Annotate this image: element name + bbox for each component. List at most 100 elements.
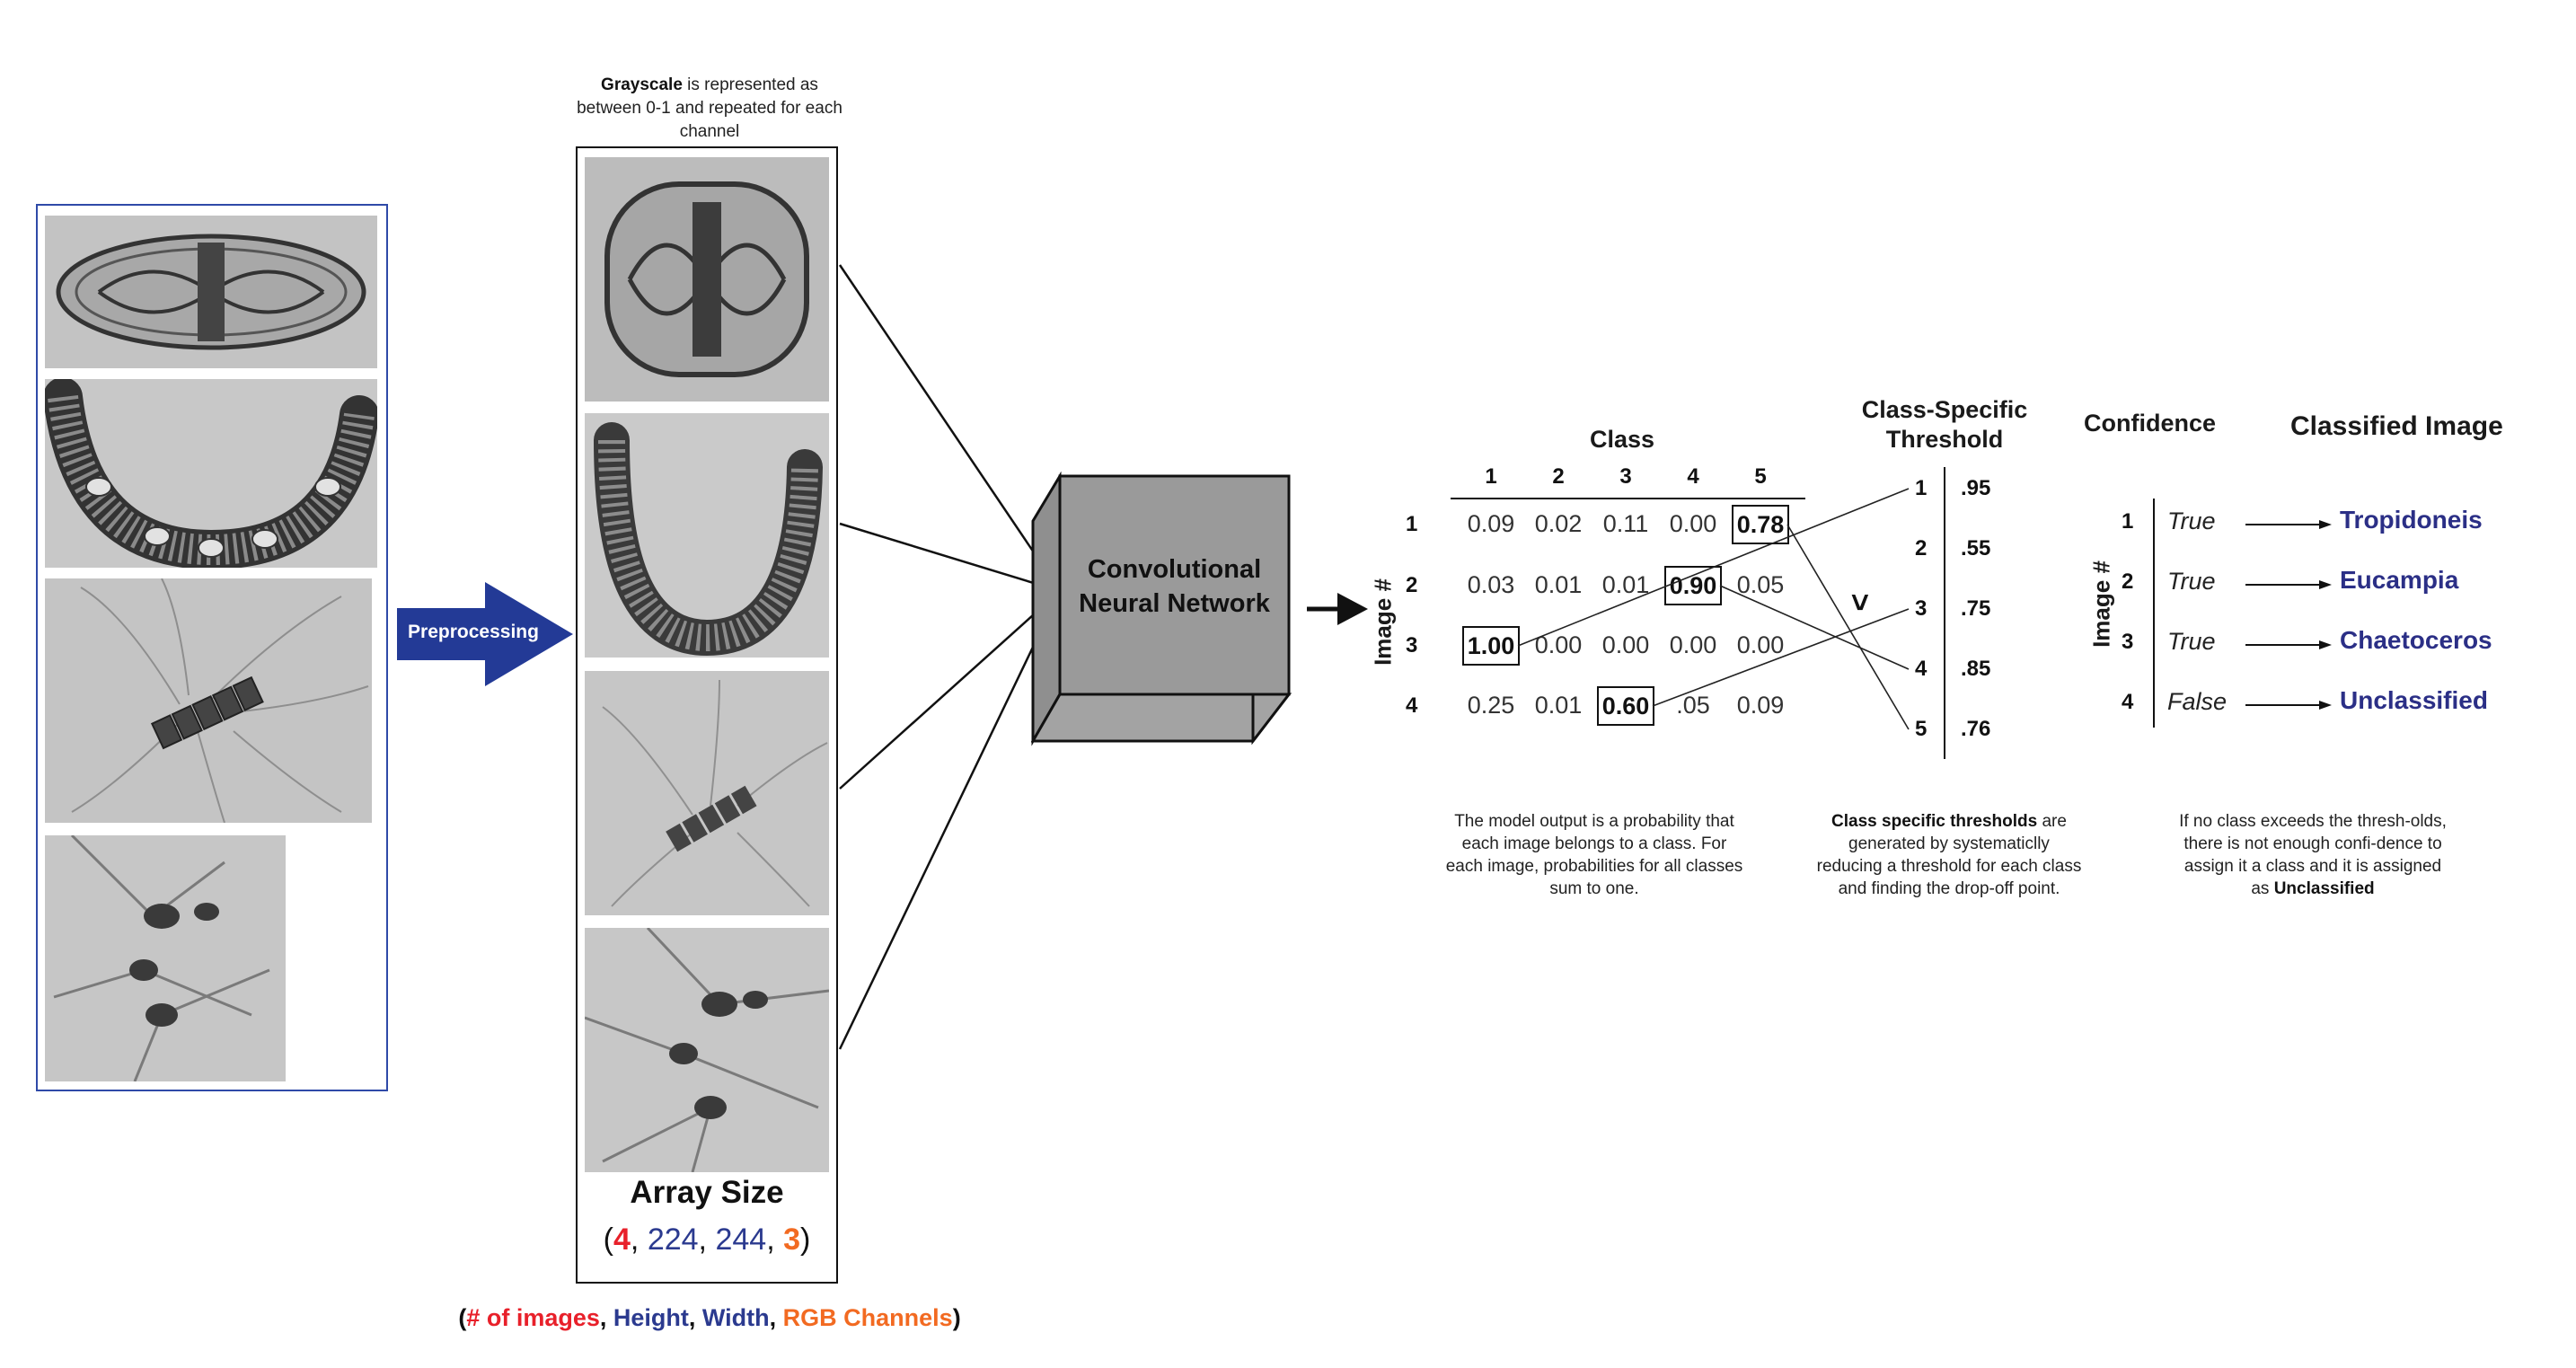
confidence-divider xyxy=(2153,499,2155,728)
class-column-label: 4 xyxy=(1687,464,1699,489)
confidence-value: False xyxy=(2167,688,2228,715)
grayscale-note-rest: is represented as between 0-1 and repeat… xyxy=(577,75,842,141)
array-size-title: Array Size xyxy=(630,1175,784,1210)
legend-sep-1: , xyxy=(599,1304,613,1331)
class-column-label: 1 xyxy=(1485,464,1497,489)
gray-image-3 xyxy=(585,671,829,915)
threshold-caption-rest: are generated by systematiclly reducing … xyxy=(1816,812,2082,898)
raw-image-chaetoceros xyxy=(45,578,372,823)
threshold-value: .55 xyxy=(1961,536,1991,560)
grayscale-note-bold: Grayscale xyxy=(601,75,683,94)
confidence-image-index: 1 xyxy=(2122,509,2134,534)
grayscale-note: Grayscale is represented as between 0-1 … xyxy=(575,74,844,144)
legend-close: ) xyxy=(952,1304,961,1331)
threshold-class-index: 1 xyxy=(1915,476,1928,500)
array-open: ( xyxy=(603,1222,613,1257)
threshold-value: .95 xyxy=(1961,476,1991,500)
probability-cell: 0.09 xyxy=(1467,510,1515,537)
probability-cell: .05 xyxy=(1676,692,1710,719)
match-line xyxy=(1786,524,1910,730)
threshold-divider xyxy=(1944,467,1945,759)
legend-w: Width xyxy=(701,1304,770,1331)
raw-image-unclassified xyxy=(45,835,286,1081)
classified-image-name: Eucampia xyxy=(2340,566,2459,594)
cnn-output-arrow-icon xyxy=(1307,593,1368,625)
array-c: 3 xyxy=(783,1222,801,1257)
probability-cell: 0.11 xyxy=(1602,510,1649,537)
diatom-chain-gray-graphic xyxy=(585,671,829,915)
threshold-class-index: 5 xyxy=(1915,717,1928,741)
diatom-u-chain-graphic xyxy=(45,379,377,568)
threshold-value: .76 xyxy=(1961,717,1991,741)
gray-image-1 xyxy=(585,157,829,402)
preprocessing-arrow-icon xyxy=(397,582,573,686)
cnn-label: Convolutional Neural Network xyxy=(1060,552,1289,621)
array-close: ) xyxy=(800,1222,811,1257)
match-line xyxy=(1652,608,1910,707)
legend-sep-2: , xyxy=(688,1304,702,1331)
array-legend: (# of images, Height, Width, RGB Channel… xyxy=(395,1304,1024,1332)
probability-cell-max: 0.60 xyxy=(1597,686,1654,726)
array-h: 224 xyxy=(647,1222,699,1257)
image-row-label: 4 xyxy=(1406,693,1418,718)
legend-sep-3: , xyxy=(769,1304,783,1331)
threshold-value: .75 xyxy=(1961,596,1991,621)
probability-cell: 0.05 xyxy=(1736,571,1785,598)
probability-cell: 0.09 xyxy=(1736,692,1785,719)
probability-cell: 0.02 xyxy=(1534,510,1583,537)
diatom-spiny-graphic xyxy=(45,835,286,1081)
legend-c: RGB Channels xyxy=(782,1304,953,1331)
cnn-box xyxy=(1031,472,1292,746)
array-w: 244 xyxy=(715,1222,767,1257)
probability-cell: 0.01 xyxy=(1601,571,1650,598)
diatom-u-gray-graphic xyxy=(585,413,829,658)
probability-cell-max: 0.78 xyxy=(1732,505,1789,544)
confidence-image-index: 2 xyxy=(2122,569,2134,594)
class-header: Class xyxy=(1590,426,1655,453)
threshold-header-line-1: Class-Specific xyxy=(1861,396,2028,423)
matrix-header-rule xyxy=(1451,498,1805,499)
confidence-image-index: 4 xyxy=(2122,690,2134,714)
greater-than-icon: > xyxy=(1842,593,1877,612)
confidence-value: True xyxy=(2167,507,2216,534)
threshold-class-index: 3 xyxy=(1915,596,1928,621)
array-sep-3: , xyxy=(766,1222,784,1257)
threshold-caption-bold: Class specific thresholds xyxy=(1831,812,2038,831)
confidence-value: True xyxy=(2167,628,2216,655)
threshold-value: .85 xyxy=(1961,657,1991,681)
grayscale-panel xyxy=(576,146,838,1284)
threshold-header-line-2: Threshold xyxy=(1885,426,2004,453)
probability-cell: 0.01 xyxy=(1534,692,1583,719)
classified-image-name: Chaetoceros xyxy=(2340,626,2492,654)
match-line xyxy=(1517,488,1910,647)
class-column-label: 3 xyxy=(1619,464,1632,489)
raw-image-eucampia xyxy=(45,379,377,568)
probability-cell: 0.25 xyxy=(1467,692,1515,719)
preprocessing-label: Preprocessing xyxy=(408,622,539,642)
array-size-value: (4, 224, 244, 3) xyxy=(576,1222,838,1258)
confidence-image-axis-label: Image # xyxy=(2087,560,2115,648)
probability-cell: 0.00 xyxy=(1669,631,1717,658)
confidence-arrow-icon xyxy=(2245,640,2332,649)
diatom-round-gray-graphic xyxy=(585,157,829,402)
probability-cell: 0.00 xyxy=(1669,510,1717,537)
threshold-header: Class-Specific Threshold xyxy=(1832,395,2057,455)
class-column-label: 5 xyxy=(1754,464,1767,489)
array-sep-1: , xyxy=(630,1222,648,1257)
probability-cell-max: 0.90 xyxy=(1664,566,1722,605)
confidence-arrow-icon xyxy=(2245,580,2332,589)
probability-cell: 0.03 xyxy=(1467,571,1515,598)
threshold-caption: Class specific thresholds are generated … xyxy=(1814,810,2084,900)
confidence-arrow-icon xyxy=(2245,701,2332,710)
image-row-label: 1 xyxy=(1406,512,1418,536)
classified-image-name: Tropidoneis xyxy=(2340,506,2483,534)
match-line xyxy=(1719,585,1910,670)
array-sep-2: , xyxy=(698,1222,716,1257)
confidence-image-index: 3 xyxy=(2122,630,2134,654)
classified-header: Classified Image xyxy=(2290,411,2503,441)
confidence-caption: If no class exceeds the thresh-olds, the… xyxy=(2178,810,2448,900)
cnn-label-line-2: Neural Network xyxy=(1079,589,1270,618)
gray-image-2 xyxy=(585,413,829,658)
confidence-caption-bold: Unclassified xyxy=(2273,879,2375,898)
probability-cell: 0.00 xyxy=(1601,631,1650,658)
